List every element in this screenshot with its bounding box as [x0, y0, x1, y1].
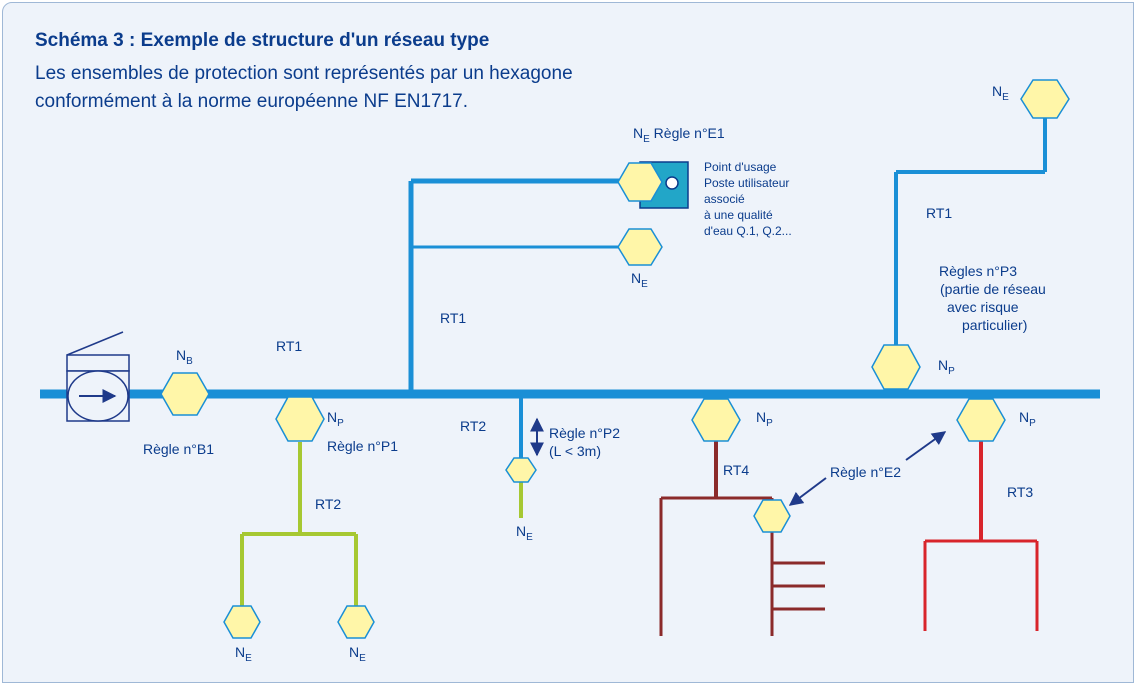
label-ne-left: NE: [235, 644, 252, 664]
diagram-title: Schéma 3 : Exemple de structure d'un rés…: [35, 30, 490, 51]
label-rt2-center: RT2: [460, 418, 486, 434]
usage-point-text: Point d'usage Poste utilisateur associé …: [704, 160, 793, 238]
e2-arrow-to-rt3: [905, 431, 947, 461]
hexagon-rt4-side: [753, 499, 791, 533]
label-rule-e2: Règle n°E2: [830, 464, 901, 480]
label-ne-p2: NE: [516, 523, 533, 543]
label-rule-p3: Règles n°P3 (partie de réseau avec risqu…: [939, 263, 1050, 333]
diagram-subtitle: Les ensembles de protection sont représe…: [35, 63, 573, 112]
hexagon-nb-pump: [160, 372, 210, 416]
usage-point-outlet: [665, 176, 679, 190]
label-rt4: RT4: [723, 462, 749, 478]
hexagon-ne-right: [337, 605, 375, 639]
hexagon-np-p1: [275, 396, 325, 442]
label-rt2-lower: RT2: [315, 496, 341, 512]
label-rt1-upper-right: RT1: [926, 205, 952, 221]
hexagon-ne-top-right: [1020, 79, 1070, 119]
hexagon-np-rt4: [691, 398, 741, 442]
label-rule-b1: Règle n°B1: [143, 441, 214, 457]
pump-symbol: [66, 331, 130, 422]
hexagon-ne-left: [223, 605, 261, 639]
label-ne-branch: NE: [631, 270, 648, 290]
label-np-p3: NP: [938, 357, 955, 377]
label-nb-pump: NB: [176, 347, 193, 367]
label-rt1-center: RT1: [440, 310, 466, 326]
hexagon-ne-rule-e1: [617, 162, 663, 202]
hexagon-np-p3: [871, 344, 921, 390]
label-np-rt4: NP: [756, 409, 773, 429]
label-rule-p1: Règle n°P1: [327, 438, 398, 454]
label-rule-p2: Règle n°P2 (L < 3m): [549, 425, 624, 459]
hexagon-np-rt3: [956, 398, 1006, 442]
label-ne-rule-e1: NE Règle n°E1: [633, 125, 725, 145]
label-np-p1: NP: [327, 409, 344, 429]
label-np-rt3: NP: [1019, 409, 1036, 429]
e2-arrow-to-rt4: [788, 477, 827, 506]
label-ne-right: NE: [349, 644, 366, 664]
hexagon-ne-p2: [505, 457, 537, 483]
hexagon-ne-branch: [617, 228, 663, 266]
label-rt1-left: RT1: [276, 338, 302, 354]
label-ne-top-right: NE: [992, 83, 1009, 103]
label-rt3: RT3: [1007, 484, 1033, 500]
